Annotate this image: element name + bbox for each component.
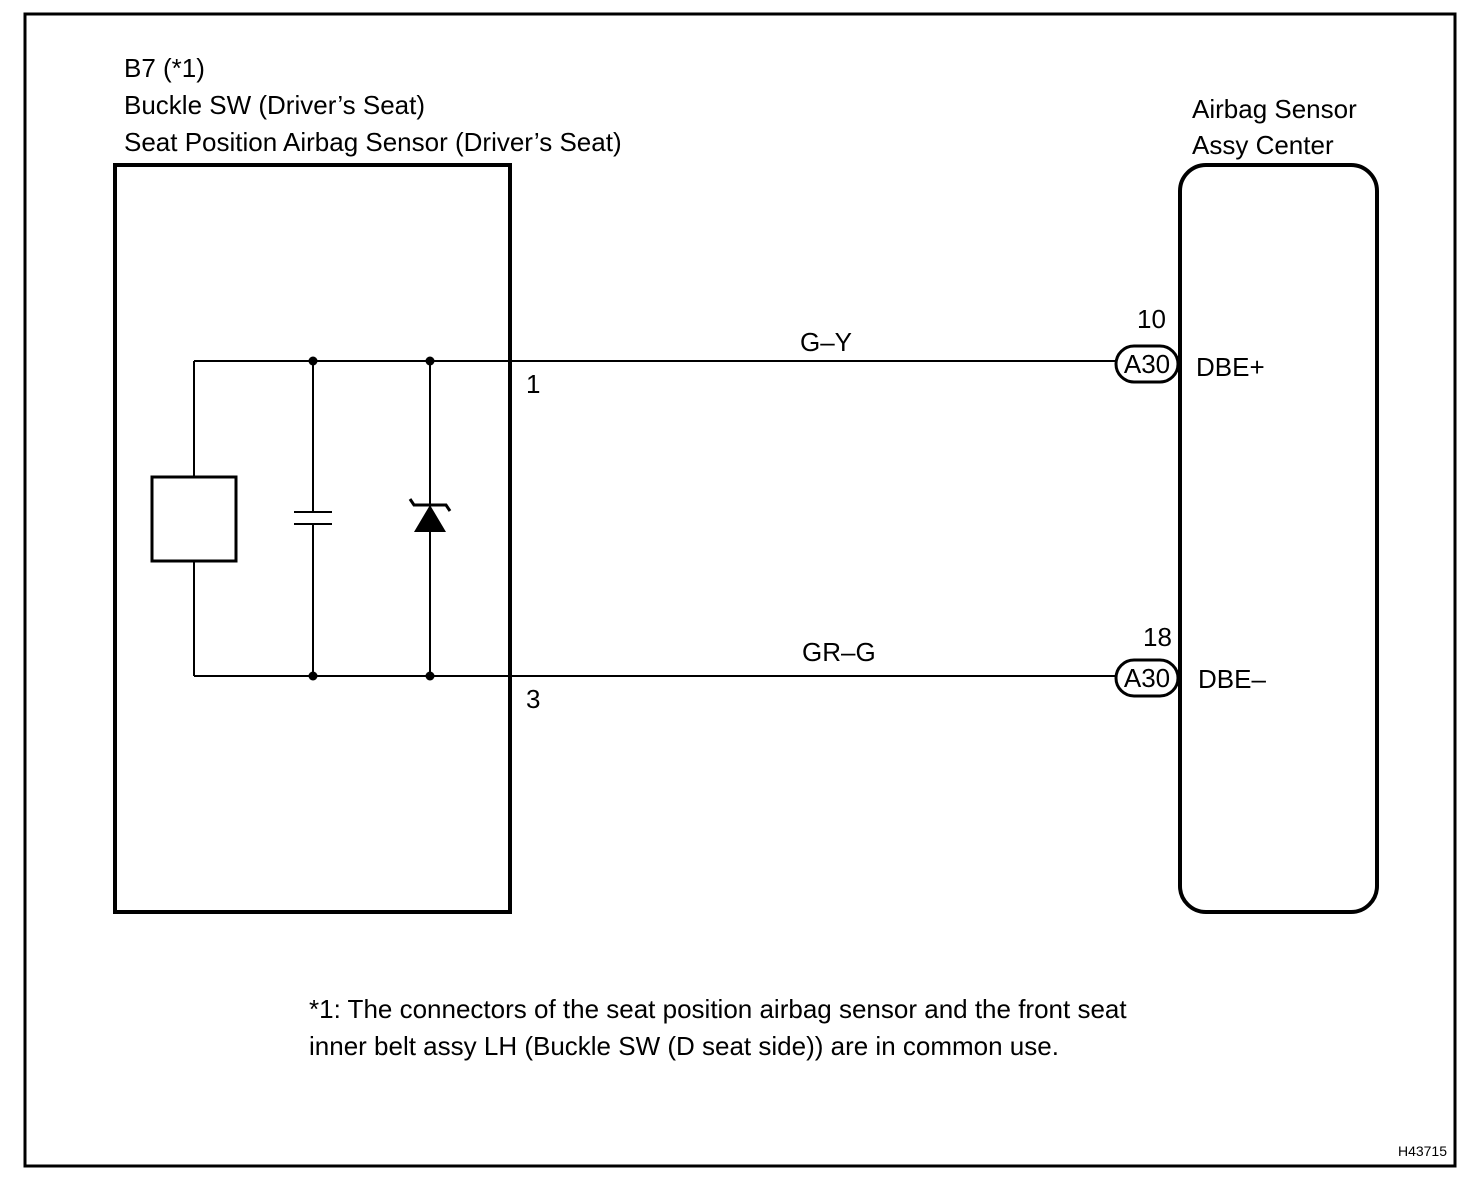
- terminal-label: DBE–: [1198, 664, 1266, 694]
- left-pin-number: 1: [526, 369, 540, 399]
- junction-dot: [425, 671, 435, 681]
- zener-diode-symbol: [408, 361, 452, 676]
- wire-color-label: GR–G: [802, 637, 876, 667]
- right-component-box: [1178, 163, 1379, 914]
- left-pin-number: 3: [526, 684, 540, 714]
- left-component-box: [113, 163, 512, 914]
- right-component-name-2: Assy Center: [1192, 130, 1334, 160]
- figure-id: H43715: [1398, 1143, 1447, 1159]
- left-component-name-1: Buckle SW (Driver’s Seat): [124, 90, 425, 120]
- footnote-line-2: inner belt assy LH (Buckle SW (D seat si…: [309, 1031, 1059, 1061]
- junction-dot: [308, 671, 318, 681]
- junction-dot: [308, 356, 318, 366]
- footnote-line-1: *1: The connectors of the seat position …: [309, 994, 1127, 1024]
- right-component-name-1: Airbag Sensor: [1192, 94, 1357, 124]
- right-pin-number: 18: [1143, 622, 1172, 652]
- connector-label: A30: [1124, 349, 1170, 379]
- right-pin-number: 10: [1137, 304, 1166, 334]
- wire-color-label: G–Y: [800, 327, 852, 357]
- left-component-name-2: Seat Position Airbag Sensor (Driver’s Se…: [124, 127, 622, 157]
- internal-circuit: [150, 356, 510, 681]
- diagram-frame: [23, 12, 1457, 1168]
- left-component-ref: B7 (*1): [124, 53, 205, 83]
- connector-label: A30: [1124, 663, 1170, 693]
- terminal-label: DBE+: [1196, 352, 1265, 382]
- sensor-element: [150, 475, 238, 563]
- capacitor-symbol: [294, 361, 332, 676]
- junction-dot: [425, 356, 435, 366]
